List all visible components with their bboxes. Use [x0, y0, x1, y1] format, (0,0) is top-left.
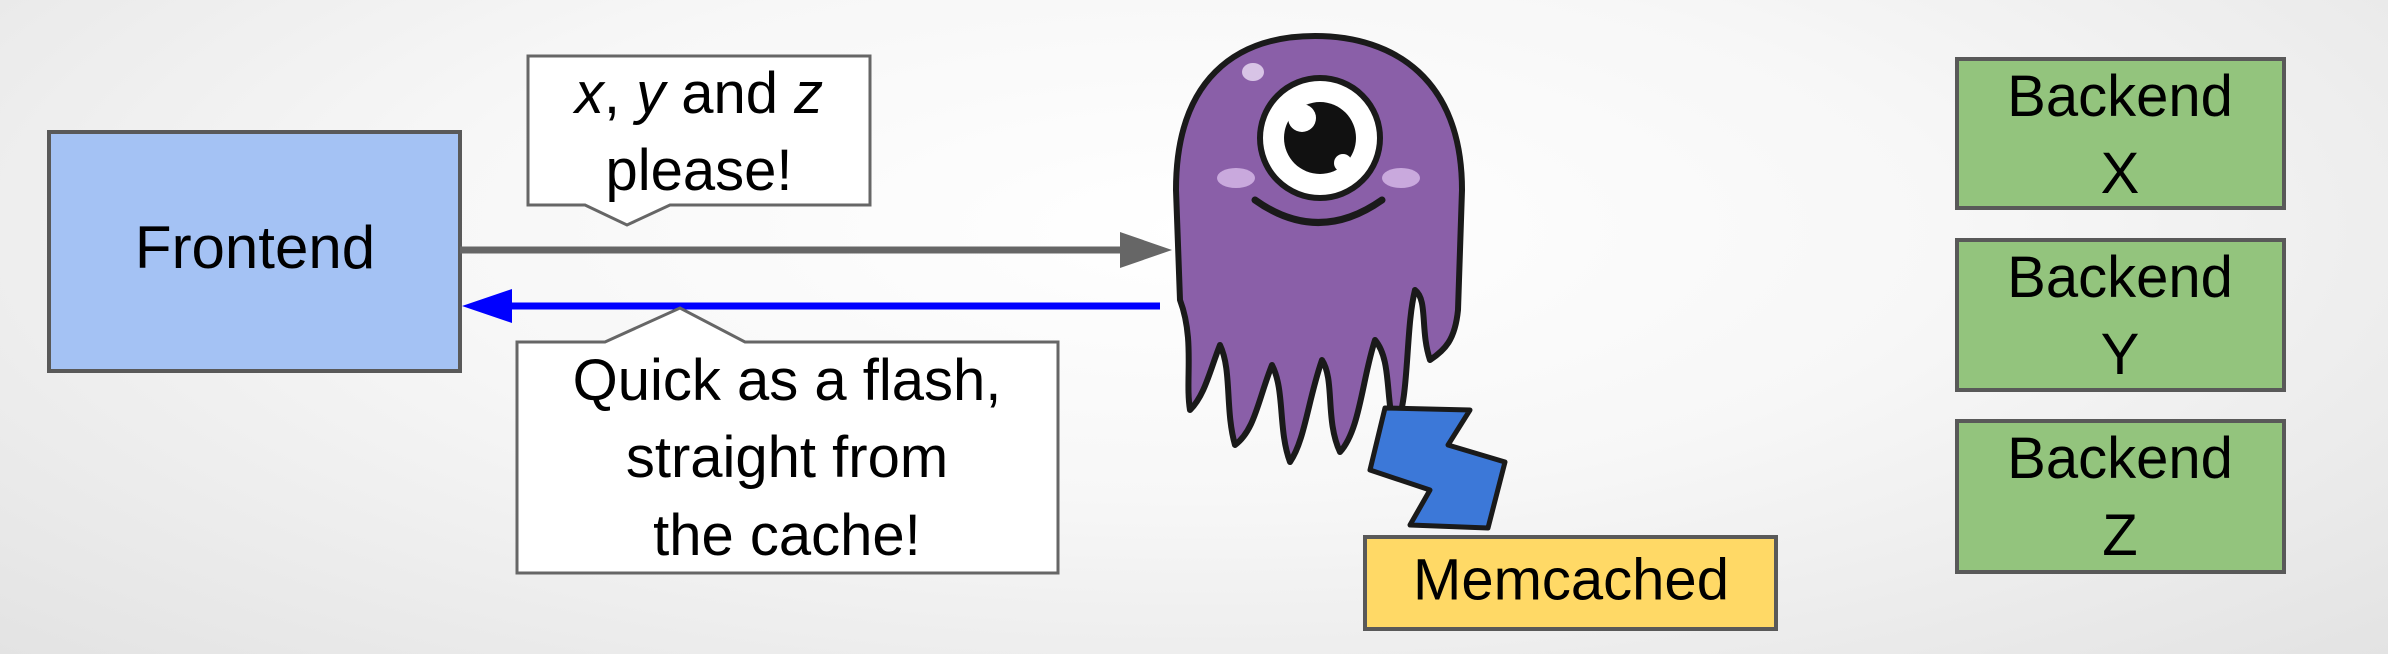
backend-y-line2: Y	[2101, 322, 2140, 387]
backend-y-box	[1955, 238, 2286, 392]
backend-z-box	[1955, 419, 2286, 574]
cache-double-arrow	[1367, 405, 1508, 531]
backend-z-node: Backend Z	[1955, 419, 2286, 574]
response-callout: Quick as a flash, straight from the cach…	[515, 306, 1060, 575]
backend-x-line1: Backend	[2007, 64, 2233, 129]
backend-z-line2: Z	[2102, 503, 2137, 568]
request-callout-line1: x, y and z	[572, 61, 823, 126]
request-arrow	[460, 232, 1172, 268]
memcached-node: Memcached	[1363, 535, 1778, 631]
frontend-node: Frontend	[47, 130, 462, 373]
backend-x-line2: X	[2101, 141, 2140, 206]
memcached-label: Memcached	[1413, 547, 1729, 612]
backend-x-box	[1955, 57, 2286, 210]
frontend-label: Frontend	[135, 214, 375, 281]
response-arrow	[462, 289, 1160, 323]
request-callout-line2: please!	[605, 138, 792, 203]
response-callout-line1: Quick as a flash,	[573, 348, 1002, 413]
response-callout-line2: straight from	[626, 425, 948, 490]
backend-y-node: Backend Y	[1955, 238, 2286, 392]
backend-y-line1: Backend	[2007, 245, 2233, 310]
request-callout: x, y and z please!	[526, 54, 872, 227]
backend-x-node: Backend X	[1955, 57, 2286, 210]
response-callout-line3: the cache!	[653, 503, 921, 568]
memcached-box	[1363, 535, 1778, 631]
backend-z-line1: Backend	[2007, 426, 2233, 491]
frontend-box	[47, 130, 462, 373]
one-eyed-octopus-icon	[1173, 33, 1465, 465]
